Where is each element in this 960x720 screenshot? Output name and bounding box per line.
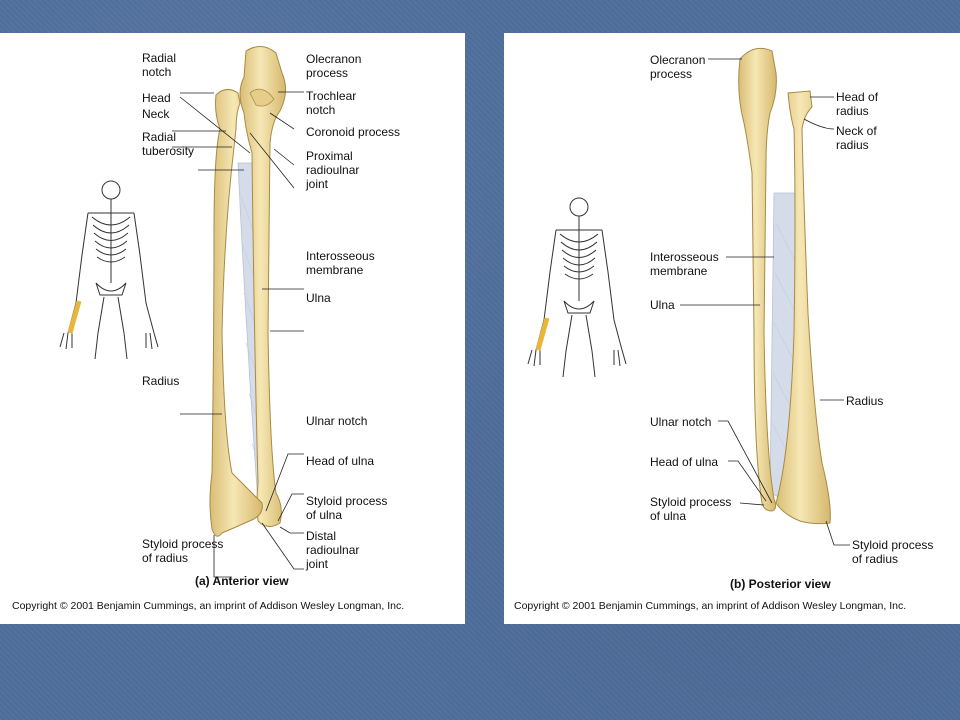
label-styloid-process-of-ulna: Styloid process of ulna [306, 494, 388, 522]
label-proximal-radioulnar-joint: Proximal radioulnar joint [306, 149, 360, 191]
label-head: Head [142, 91, 171, 105]
label-neck: Neck [142, 107, 170, 121]
label-olecranon-process: Olecranon process [650, 53, 706, 81]
label-radius: Radius [142, 374, 180, 388]
ulna-bone [738, 47, 777, 512]
label-trochlear-notch: Trochlear notch [306, 89, 357, 117]
label-head-of-ulna: Head of ulna [650, 455, 719, 469]
label-styloid-process-of-ulna: Styloid process of ulna [650, 495, 732, 523]
label-ulna: Ulna [650, 298, 675, 312]
label-ulna: Ulna [306, 291, 331, 305]
skeleton-figure [59, 180, 159, 360]
highlighted-forearm [535, 317, 550, 351]
skeleton-figure [527, 197, 627, 378]
ulna-bone [239, 46, 286, 527]
anterior-copyright: Copyright © 2001 Benjamin Cummings, an i… [12, 600, 405, 612]
anterior-view-panel: Radial notch Head Neck Radial tuberosity… [0, 33, 465, 624]
anterior-caption: (a) Anterior view [195, 574, 289, 588]
posterior-forearm-illustration [527, 47, 850, 546]
label-head-of-ulna: Head of ulna [306, 454, 375, 468]
highlighted-forearm [67, 300, 82, 334]
anterior-leader-lines [172, 91, 304, 578]
label-styloid-process-of-radius: Styloid process of radius [852, 538, 934, 566]
posterior-view-panel: Olecranon process Head of radius Neck of… [504, 33, 960, 624]
label-olecranon-process: Olecranon process [306, 52, 362, 80]
label-radius: Radius [846, 394, 884, 408]
label-styloid-process-of-radius: Styloid process of radius [142, 537, 224, 565]
posterior-copyright: Copyright © 2001 Benjamin Cummings, an i… [514, 600, 907, 612]
posterior-leader-lines [680, 58, 850, 546]
label-neck-of-radius: Neck of radius [836, 124, 877, 152]
label-interosseous-membrane: Interosseous membrane [650, 250, 719, 278]
label-interosseous-membrane: Interosseous membrane [306, 249, 375, 277]
label-coronoid-process: Coronoid process [306, 125, 401, 139]
posterior-caption: (b) Posterior view [730, 577, 831, 591]
radius-bone [775, 90, 831, 525]
label-distal-radioulnar-joint: Distal radioulnar joint [306, 529, 360, 571]
label-head-of-radius: Head of radius [836, 90, 879, 118]
label-radial-tuberosity: Radial tuberosity [142, 130, 195, 158]
label-ulnar-notch: Ulnar notch [650, 415, 712, 429]
label-radial-notch: Radial notch [142, 51, 177, 79]
label-ulnar-notch: Ulnar notch [306, 414, 368, 428]
radius-bone [209, 89, 263, 537]
anterior-forearm-illustration [59, 46, 304, 578]
